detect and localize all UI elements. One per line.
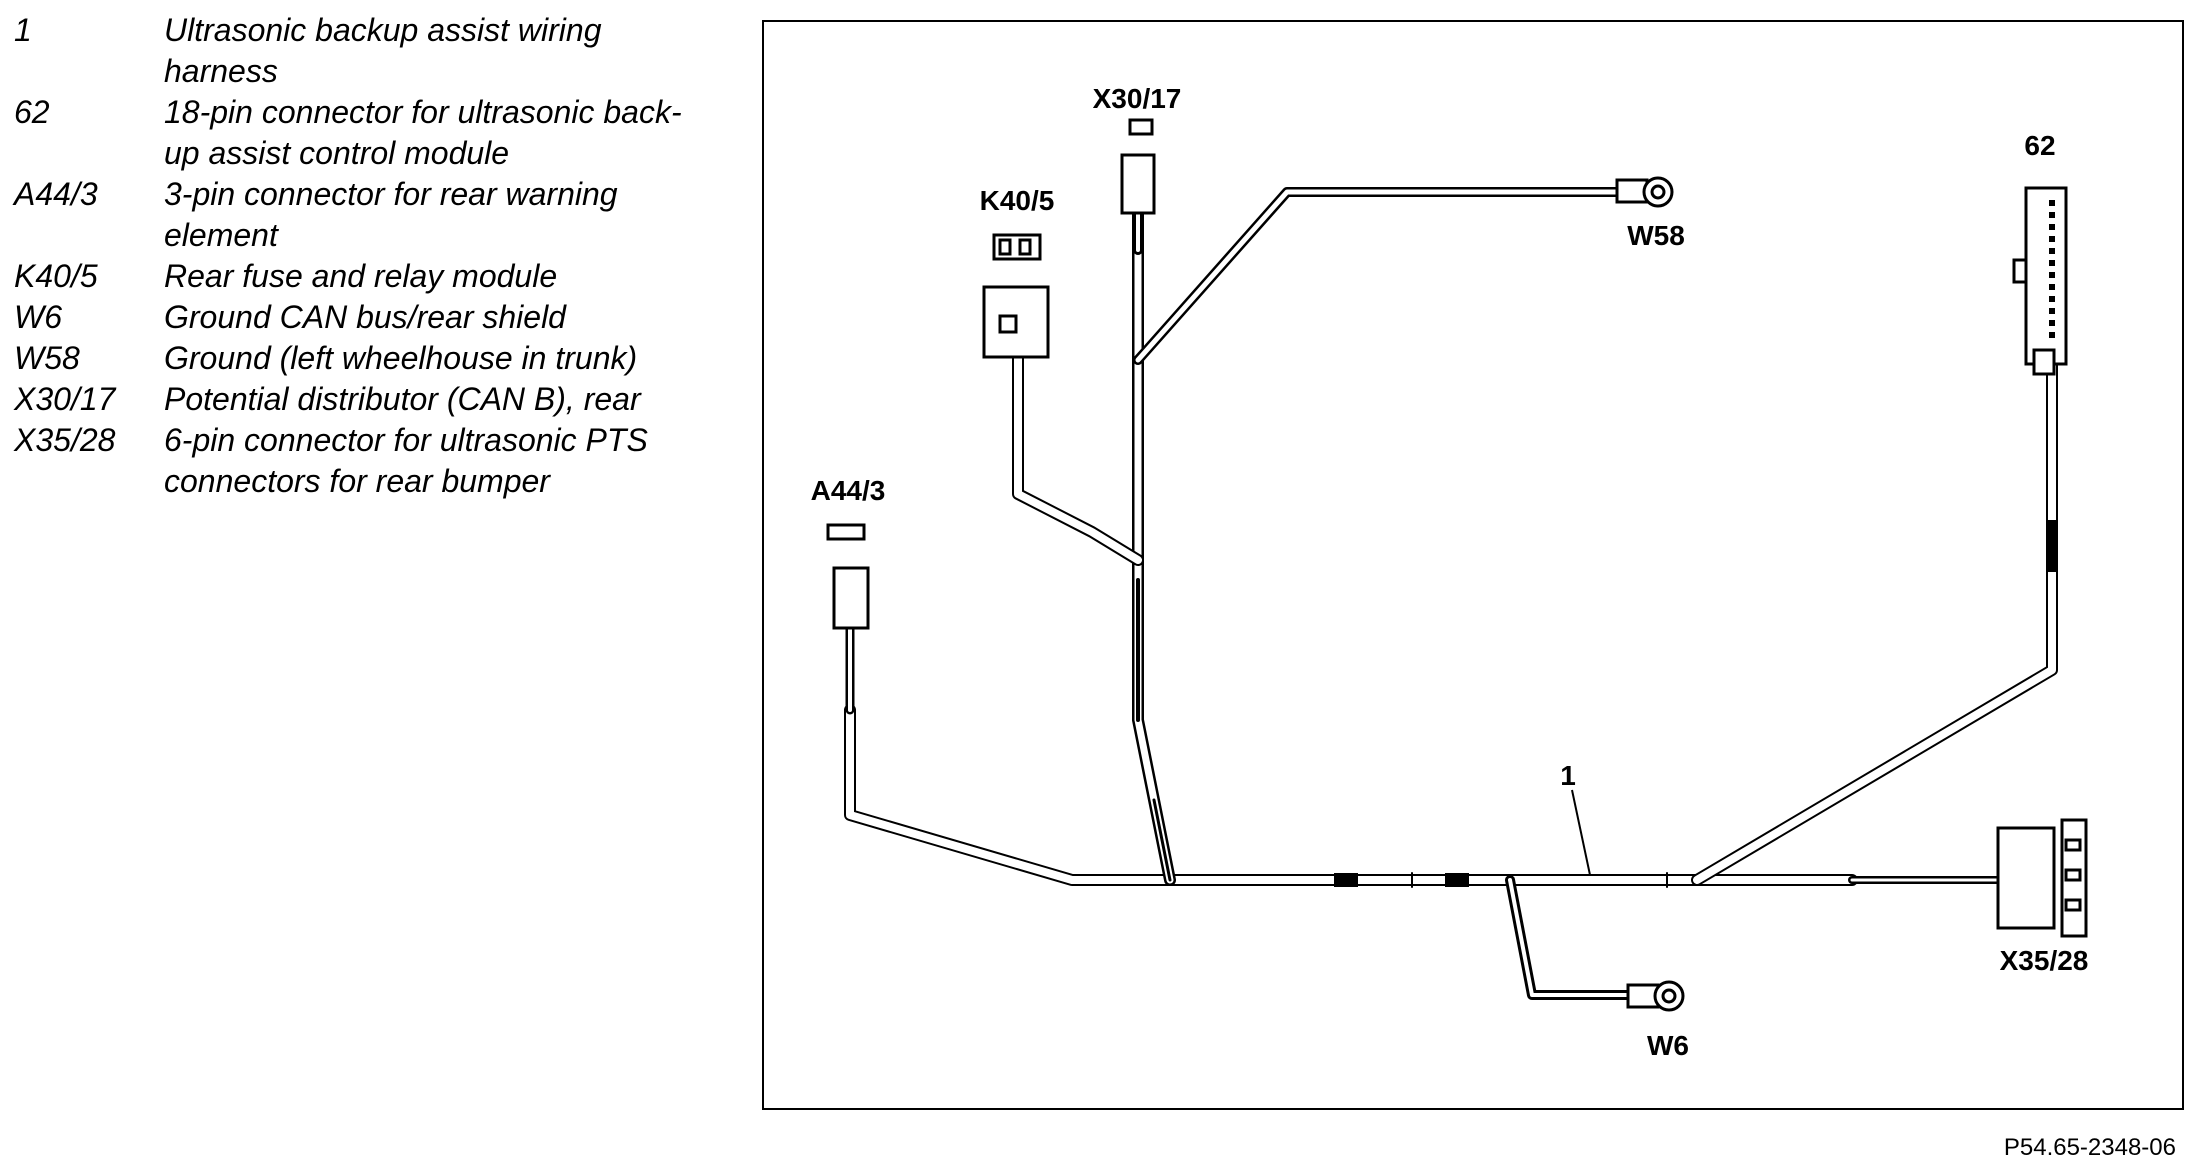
harness-branch-k40-5 [1012,344,1144,566]
legend-description: Rear fuse and relay module [164,258,558,294]
legend-description: Ground (left wheelhouse in trunk) [164,340,638,376]
legend-description: 18-pin connector for ultrasonic back-up … [164,94,682,171]
legend-code: A44/3 [14,176,98,212]
connector-k40-5 [982,233,1050,359]
ground-ring-w58 [1615,176,1674,208]
legend-code: W58 [14,340,80,376]
wiring-harness-diagram: X30/17 K40/5 W58 62 A44/3 1 X35/28 W6 [811,83,2089,1061]
diagram-frame [762,20,2184,1110]
connector-x30-17 [1120,118,1156,215]
legend-item: K40/5 Rear fuse and relay module [14,256,704,297]
harness-branch-62 [1691,354,2058,886]
label-k40-5: K40/5 [980,185,1055,216]
label-x30-17: X30/17 [1093,83,1182,114]
legend-code: W6 [14,299,62,335]
legend-description: Ultrasonic backup assist wiring harness [164,12,602,89]
legend-item: 62 18-pin connector for ultrasonic back-… [14,92,704,174]
legend-description: Ground CAN bus/rear shield [164,299,566,335]
legend-code: X35/28 [14,422,116,458]
figure-reference: P54.65-2348-06 [2003,1134,2176,1161]
label-harness: 1 [1560,760,1576,791]
legend-item: X30/17 Potential distributor (CAN B), re… [14,379,704,420]
ground-ring-w6 [1626,980,1685,1012]
connector-a44-3 [826,523,870,630]
legend-description: Potential distributor (CAN B), rear [164,381,641,417]
label-a44-3: A44/3 [811,475,886,506]
legend: 1 Ultrasonic backup assist wiring harnes… [14,10,704,502]
harness-leader-line [1571,789,1591,876]
legend-description: 6-pin connector for ultrasonic PTS conne… [164,422,648,499]
legend-item: 1 Ultrasonic backup assist wiring harnes… [14,10,704,92]
legend-description: 3-pin connector for rear warning element [164,176,618,253]
label-w6: W6 [1647,1030,1689,1061]
legend-code: K40/5 [14,258,98,294]
legend-code: X30/17 [14,381,116,417]
legend-item: X35/28 6-pin connector for ultrasonic PT… [14,420,704,502]
label-w58: W58 [1627,220,1685,251]
label-x35-28: X35/28 [2000,945,2089,976]
harness-main-trunk [844,704,1858,886]
legend-item: W58 Ground (left wheelhouse in trunk) [14,338,704,379]
harness-branch-w58 [1133,187,1627,365]
label-62: 62 [2024,130,2055,161]
legend-code: 62 [14,94,50,130]
connector-62 [2012,186,2068,376]
legend-item: A44/3 3-pin connector for rear warning e… [14,174,704,256]
legend-code: 1 [14,12,32,48]
harness-branch-w6 [1505,875,1637,1000]
legend-item: W6 Ground CAN bus/rear shield [14,297,704,338]
connector-x35-28 [1996,818,2088,938]
harness-branch-center [1132,204,1176,886]
